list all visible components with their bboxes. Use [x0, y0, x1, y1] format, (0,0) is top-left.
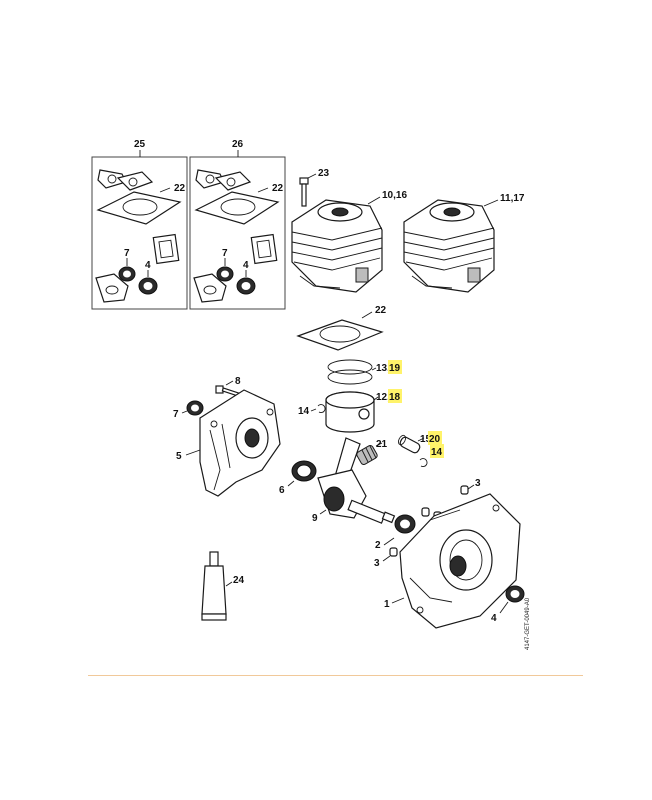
- label-22: 22: [174, 183, 186, 194]
- label-26: 26: [232, 139, 244, 150]
- label-20: 20: [429, 434, 441, 445]
- label-8: 8: [235, 376, 241, 387]
- label-4: 4: [243, 260, 249, 271]
- label-15: 15,: [420, 434, 434, 445]
- label-1: 1: [384, 599, 390, 610]
- piston-12-18: [325, 391, 379, 433]
- label-24: 24: [233, 575, 245, 586]
- label-23: 23: [318, 168, 330, 179]
- oil-seal-2: [383, 514, 416, 546]
- label-7: 7: [173, 409, 179, 420]
- cylinder-10-16: [291, 196, 383, 293]
- label-14: 14: [298, 406, 310, 417]
- label-5: 5: [176, 451, 182, 462]
- ball-bearing-6: [287, 460, 317, 487]
- label-13: 13,: [376, 363, 390, 374]
- label-19: 19: [389, 363, 401, 374]
- crankcase-half-5: [185, 389, 281, 497]
- crankshaft-9: [317, 437, 396, 524]
- label-21: 21: [376, 439, 388, 450]
- circlip-14: [310, 404, 326, 413]
- label-22: 22: [375, 305, 387, 316]
- gasket-kit-25: [91, 150, 188, 310]
- label-6: 6: [279, 485, 285, 496]
- highlight-19: [388, 360, 402, 374]
- label-11-17: 11,17: [500, 193, 525, 204]
- label-18: 18: [389, 392, 401, 403]
- label-25: 25: [134, 139, 146, 150]
- label-7: 7: [222, 248, 228, 259]
- label-9: 9: [312, 513, 318, 524]
- circlip-14-right: [419, 458, 428, 467]
- screw-23: [299, 173, 317, 207]
- highlight-20: [428, 431, 442, 445]
- label-4: 4: [145, 260, 151, 271]
- label-3: 3: [475, 478, 481, 489]
- label-22: 22: [272, 183, 284, 194]
- label-14: 14: [431, 447, 443, 458]
- highlight-14: [430, 444, 444, 458]
- needle-cage-21: [356, 442, 383, 465]
- cylinder-11-17: [403, 199, 499, 293]
- label-7: 7: [124, 248, 130, 259]
- oil-seal-7: [181, 400, 204, 416]
- gasket-kit-26: [189, 150, 286, 310]
- label-2: 2: [375, 540, 381, 551]
- drawing-code: 4147-GET-0049-A0: [525, 597, 531, 650]
- cylinder-gasket-22: [296, 311, 384, 351]
- crankcase-half-1: [391, 493, 521, 629]
- oil-seal-4: [499, 585, 525, 614]
- bottom-rule: [88, 675, 583, 676]
- label-3: 3: [374, 558, 380, 569]
- label-10-16: 10,16: [382, 190, 407, 201]
- highlight-18: [388, 389, 402, 403]
- label-12: 12,: [376, 392, 390, 403]
- piston-rings-13-19: [327, 359, 377, 385]
- grease-tube-24: [201, 551, 233, 621]
- label-4: 4: [491, 613, 497, 624]
- piston-pin-15-20: [398, 434, 425, 454]
